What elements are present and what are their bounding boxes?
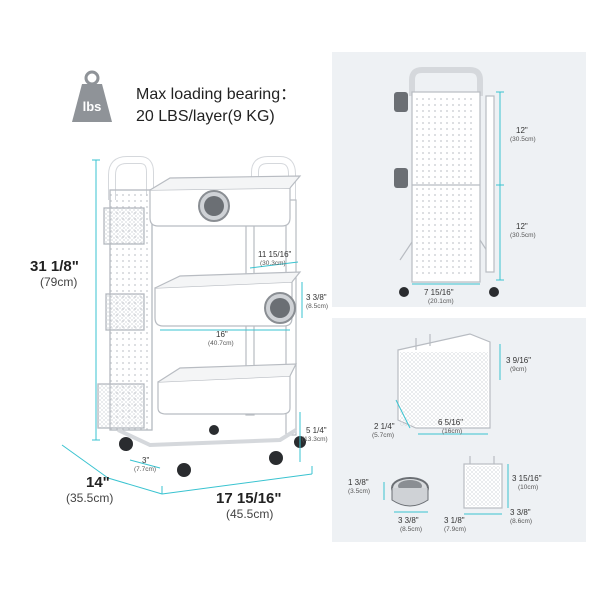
- side-width-cm: (20.1cm): [428, 298, 454, 305]
- main-dimension-lines: [61, 159, 313, 495]
- wheel-cm: (7.7cm): [134, 466, 157, 473]
- cup-height-in: 3 15/16": [512, 474, 542, 483]
- hbasket-length-cm: (16cm): [442, 428, 463, 435]
- bottom-clear-in: 5 1/4": [306, 426, 327, 435]
- weight-badge-label: lbs: [82, 99, 102, 114]
- height-in: 31 1/8": [30, 258, 79, 275]
- side-lower-cm: (30.5cm): [510, 232, 536, 239]
- cup-ring-drawing: [391, 477, 429, 507]
- hanging-basket-drawing: [397, 333, 491, 429]
- side-view-wheels: [399, 287, 499, 297]
- depth-in: 14": [86, 474, 110, 491]
- side-view-cart: [399, 67, 495, 283]
- hbasket-depth-in: 2 1/4": [374, 422, 395, 431]
- side-lower-in: 12": [516, 222, 528, 231]
- ring-height-cm: (3.5cm): [348, 488, 371, 495]
- cup-depth-in: 3 3/8": [510, 508, 531, 517]
- small-cup-drawing: [463, 456, 503, 509]
- cup-depth-cm: (8.6cm): [510, 518, 533, 525]
- hbasket-depth-cm: (5.7cm): [372, 432, 395, 439]
- ring-diameter-cm: (8.5cm): [400, 526, 423, 533]
- bottom-clear-cm: (13.3cm): [302, 436, 328, 443]
- depth-cm: (35.5cm): [66, 491, 114, 505]
- side-dimension-lines: [412, 91, 504, 285]
- wheel-in: 3": [142, 456, 150, 465]
- basket-depth-cm: (30.3cm): [260, 260, 286, 267]
- basket-height-cm: (8.5cm): [306, 303, 329, 310]
- cup-dimension-lines: [383, 464, 509, 515]
- side-view-cups: [394, 92, 408, 188]
- width-in: 17 15/16": [216, 490, 282, 507]
- width-cm: (45.5cm): [226, 507, 274, 521]
- cup-holders: [198, 190, 296, 324]
- max-load-line2: 20 LBS/layer(9 KG): [136, 108, 275, 125]
- side-upper-cm: (30.5cm): [510, 136, 536, 143]
- cup-width-cm: (7.9cm): [444, 526, 467, 533]
- weight-icon: [72, 70, 112, 122]
- ring-height-in: 1 3/8": [348, 478, 369, 487]
- basket-depth-in: 11 15/16": [258, 250, 292, 259]
- basket-width-in: 16": [216, 330, 228, 339]
- basket-height-in: 3 3/8": [306, 293, 327, 302]
- side-width-in: 7 15/16": [424, 288, 454, 297]
- cup-width-in: 3 1/8": [444, 516, 465, 525]
- cup-holder-panel: [332, 452, 586, 542]
- height-cm: (79cm): [40, 275, 78, 289]
- cup-height-cm: (10cm): [518, 484, 539, 491]
- hbasket-height-in: 3 9/16": [506, 356, 532, 365]
- ring-diameter-in: 3 3/8": [398, 516, 419, 525]
- hbasket-height-cm: (9cm): [510, 366, 527, 373]
- hbasket-length-in: 6 5/16": [438, 418, 464, 427]
- side-upper-in: 12": [516, 126, 528, 135]
- basket-width-cm: (40.7cm): [208, 340, 234, 347]
- basket-dimension-lines: [395, 344, 501, 435]
- max-load-line1: Max loading bearing：: [136, 86, 297, 103]
